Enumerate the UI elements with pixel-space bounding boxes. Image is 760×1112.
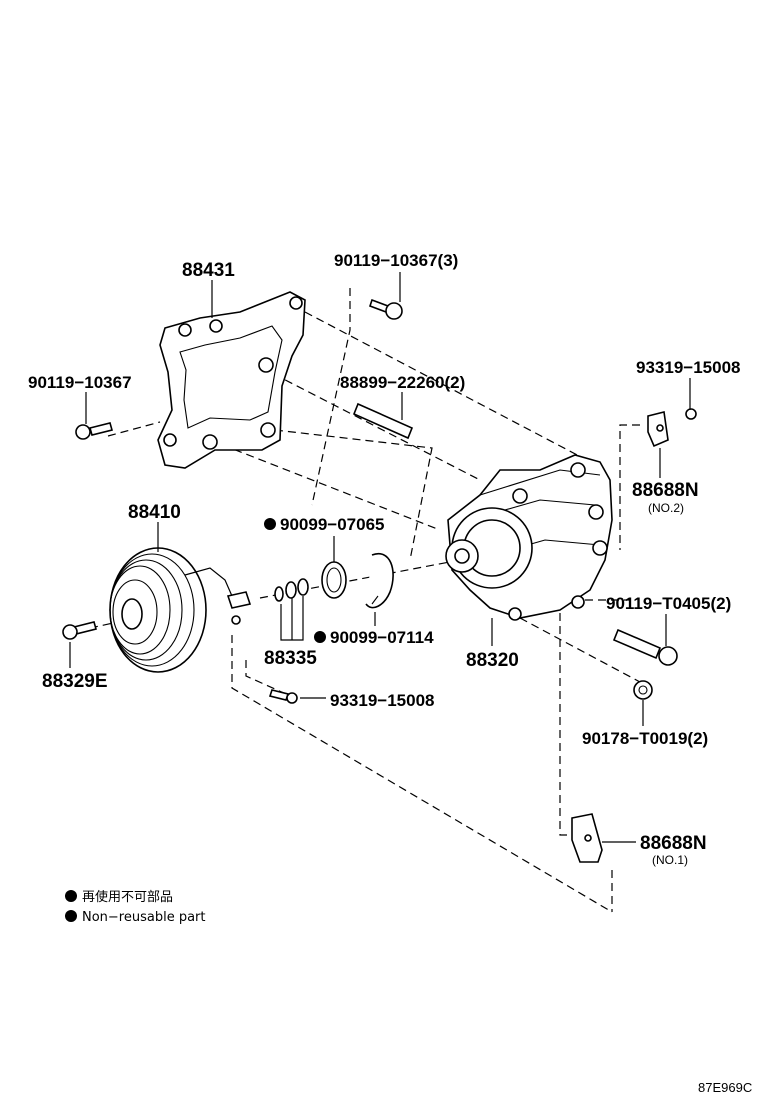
label-90099-07065: 90099−07065 <box>280 515 384 534</box>
label-90178-T0019-2: 90178−T0019(2) <box>582 729 708 748</box>
compressor-88320[interactable] <box>445 454 613 621</box>
non-reusable-marker-icon <box>314 631 326 643</box>
bracket-88431[interactable] <box>157 291 306 469</box>
label-90119-T0405-2: 90119−T0405(2) <box>606 594 731 613</box>
bolt-90119-10367-top[interactable] <box>368 298 403 320</box>
legend-line-1: 再使用不可部品 <box>82 889 173 905</box>
snap-ring-90099-07114[interactable] <box>365 552 394 609</box>
label-88688N-bottom: 88688N <box>640 833 707 854</box>
label-no1: (NO.1) <box>652 853 688 867</box>
label-88320: 88320 <box>466 650 519 671</box>
part-labels: 88431 90119−10367(3) 90119−10367 88899−2… <box>28 251 740 867</box>
clip-88688N-no1[interactable] <box>571 813 603 863</box>
label-88329E: 88329E <box>42 671 108 692</box>
label-90119-10367-3: 90119−10367(3) <box>334 251 458 270</box>
non-reusable-marker-icon <box>264 518 276 530</box>
pulley-88410[interactable] <box>109 547 252 673</box>
label-90119-10367: 90119−10367 <box>28 373 132 392</box>
screw-93319-15008-top[interactable] <box>685 408 697 420</box>
label-88410: 88410 <box>128 502 181 523</box>
legend-marker-icon <box>65 890 77 902</box>
label-93319-15008-top: 93319−15008 <box>636 358 740 377</box>
label-90099-07114: 90099−07114 <box>330 628 434 647</box>
bolt-88329E[interactable] <box>62 621 97 640</box>
diagram-code: 87E969C <box>698 1080 752 1095</box>
label-88335: 88335 <box>264 648 317 669</box>
nut-90178-T0019[interactable] <box>633 680 653 700</box>
label-88688N-top: 88688N <box>632 480 699 501</box>
legend-line-2: Non−reusable part <box>82 910 206 925</box>
label-no2: (NO.2) <box>648 501 684 515</box>
legend: 再使用不可部品 Non−reusable part <box>65 889 206 925</box>
clip-88688N-no2[interactable] <box>647 411 669 448</box>
leader-lines <box>69 272 691 843</box>
label-88431: 88431 <box>182 260 235 281</box>
ring-90099-07065[interactable] <box>321 561 347 599</box>
label-93319-15008-bottom: 93319−15008 <box>330 691 434 710</box>
shims-88335[interactable] <box>274 578 309 602</box>
stud-88899-22260[interactable] <box>352 402 414 440</box>
label-88899-22260-2: 88899−22260(2) <box>340 373 465 392</box>
bolt-90119-10367-left[interactable] <box>75 422 113 440</box>
bolt-90119-T0405[interactable] <box>612 628 678 666</box>
legend-marker-icon <box>65 910 77 922</box>
screw-93319-15008-bottom[interactable] <box>268 689 298 704</box>
